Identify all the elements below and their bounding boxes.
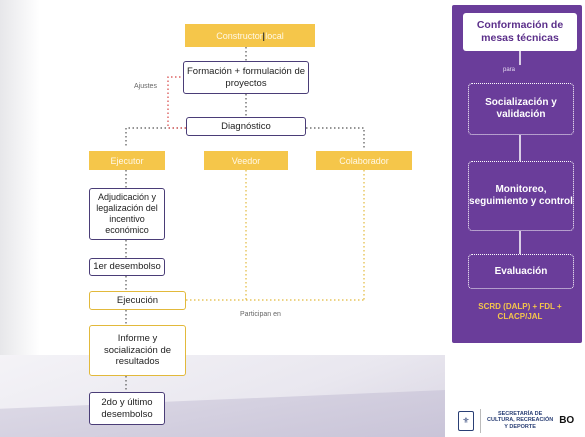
- panel-step-monitoreo: Monitoreo, seguimiento y control: [468, 161, 574, 231]
- flowchart-connectors: [125, 47, 365, 392]
- org-line-2: CULTURA, RECREACIÓN: [487, 417, 554, 424]
- formacion-box: Formación + formulación de proyectos: [183, 61, 309, 94]
- panel-title: Conformación de mesas técnicas: [463, 13, 577, 51]
- footer-logo: ⚜ SECRETARÍA DE CULTURA, RECREACIÓN Y DE…: [452, 404, 585, 437]
- step-adjudicacion: Adjudicación y legalización del incentiv…: [89, 188, 165, 240]
- col-ejecutor: Ejecutor: [89, 151, 165, 170]
- constructor-local-bar: Constructor local: [185, 24, 315, 47]
- org-line-3: Y DEPORTE: [504, 423, 536, 430]
- step-2do-desembolso: 2do y último desembolso: [89, 392, 165, 425]
- text-cursor-icon: I: [262, 30, 266, 44]
- brand-text: BO: [559, 415, 575, 426]
- col-veedor: Veedor: [204, 151, 288, 170]
- participan-label: Participan en: [240, 311, 281, 318]
- panel-step-socializacion: Socialización y validación: [468, 83, 574, 135]
- diagnostico-box: Diagnóstico: [186, 117, 306, 136]
- panel-step-evaluacion: Evaluación: [468, 254, 574, 289]
- panel-para-label: para: [503, 67, 516, 73]
- step-ejecucion: Ejecución: [89, 291, 186, 310]
- org-name: SECRETARÍA DE CULTURA, RECREACIÓN Y DEPO…: [487, 411, 553, 430]
- step-1er-desembolso: 1er desembolso: [89, 258, 165, 276]
- panel-footer: SCRD (DALP) + FDL + CLACP/JAL: [478, 302, 562, 321]
- logo-divider: [480, 408, 481, 433]
- org-line-1: SECRETARÍA DE: [497, 411, 543, 418]
- bogota-seal-icon: ⚜: [458, 410, 474, 431]
- right-panel: [452, 5, 582, 343]
- step-informe: Informe y socialización de resultados: [89, 325, 186, 376]
- col-colaborador: Colaborador: [316, 151, 412, 170]
- ajustes-label: Ajustes: [134, 83, 157, 90]
